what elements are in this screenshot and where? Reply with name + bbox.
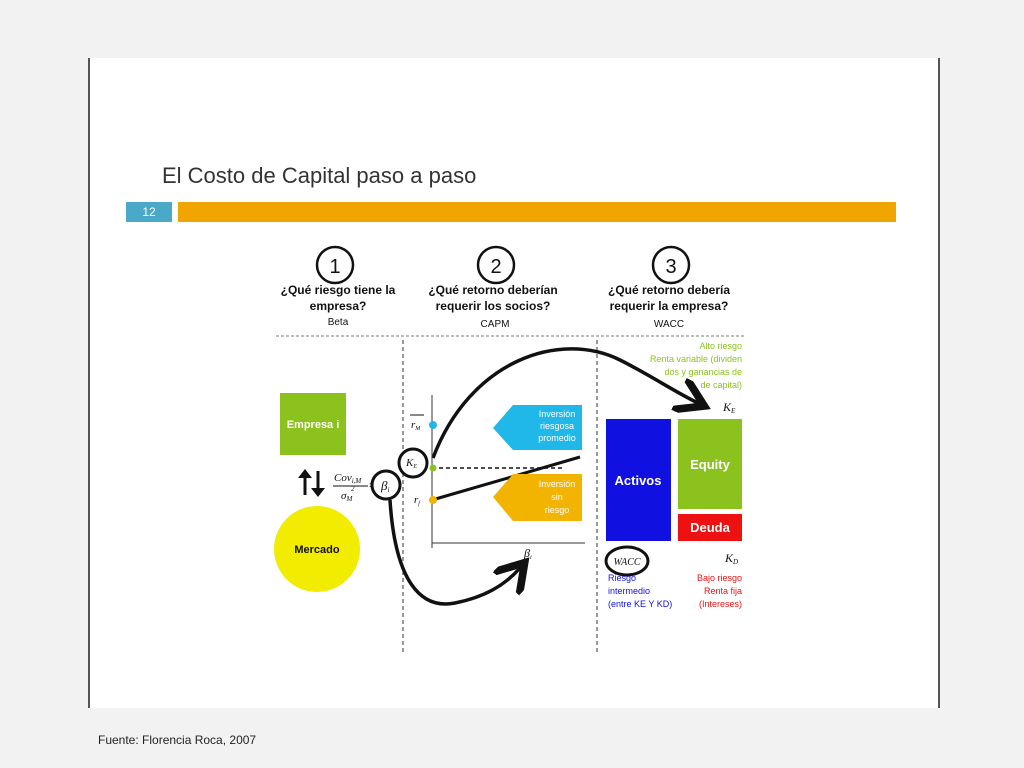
source-footer: Fuente: Florencia Roca, 2007: [98, 733, 257, 747]
low-risk-line3: (Intereses): [699, 599, 742, 609]
riskfree-investment-line1: Inversión: [539, 479, 576, 489]
risky-investment-arrow: [493, 405, 582, 450]
riskfree-investment-line3: riesgo: [545, 505, 570, 515]
step-3-question-line2: requerir la empresa?: [610, 299, 729, 313]
rm-label: rM: [411, 419, 421, 432]
cov-numerator: Covi,M: [334, 472, 362, 485]
beta-axis-label: βi: [523, 546, 532, 561]
mercado-label: Mercado: [294, 544, 340, 556]
slide-title: El Costo de Capital paso a paso: [162, 163, 477, 188]
step-1-question-line1: ¿Qué riesgo tiene la: [281, 283, 396, 297]
step-3-number: 3: [665, 256, 676, 278]
activos-box: [606, 419, 671, 541]
risky-investment-line1: Inversión: [539, 409, 576, 419]
wacc-label: WACC: [613, 557, 640, 568]
step-2-circle: [476, 245, 516, 285]
step-3-label: WACC: [654, 319, 684, 330]
title-accent-bar: [178, 202, 896, 222]
riskfree-investment-arrow: [493, 474, 582, 521]
rf-label: rf: [414, 494, 421, 507]
rm-point: [429, 421, 437, 429]
high-risk-line2: Renta variable (dividen: [650, 354, 742, 364]
wacc-ke-label: KE: [722, 400, 736, 415]
step-1-label: Beta: [328, 317, 349, 328]
beta-circle: [370, 469, 402, 501]
intermediate-risk-line3: (entre KE Y KD): [608, 599, 672, 609]
low-risk-line2: Renta fija: [704, 586, 742, 596]
step-2-question-line1: ¿Qué retorno deberían: [428, 283, 557, 297]
page-number: 12: [126, 202, 172, 222]
equity-box: [678, 419, 742, 509]
high-risk-line1: Alto riesgo: [699, 341, 742, 351]
step-1-circle: [315, 245, 355, 285]
step-2-header: 2 ¿Qué retorno deberían requerir los soc…: [428, 245, 558, 330]
wacc-oval: [604, 545, 650, 577]
equity-label: Equity: [690, 457, 730, 472]
ke-point: [429, 464, 437, 472]
rf-point: [429, 496, 437, 504]
slide-frame: [88, 58, 940, 708]
step-2-number: 2: [490, 256, 501, 278]
sml-line: [431, 455, 581, 502]
deuda-label: Deuda: [690, 520, 731, 535]
intermediate-risk-line1: Riesgo: [608, 573, 636, 583]
step-1-header: 1 ¿Qué riesgo tiene la empresa? Beta: [281, 245, 396, 328]
step-3-circle: [651, 245, 691, 285]
mercado-circle: [274, 506, 360, 592]
low-risk-line1: Bajo riesgo: [697, 573, 742, 583]
riskfree-investment-line2: sin: [551, 492, 563, 502]
ke-circle: [397, 447, 429, 479]
wacc-kd-label: KD: [724, 551, 738, 566]
deuda-box: [678, 514, 742, 541]
high-risk-line4: de capital): [700, 380, 742, 390]
high-risk-line3: dos y ganancias de: [664, 367, 742, 377]
step-3-question-line1: ¿Qué retorno debería: [608, 283, 730, 297]
ke-label: KE: [405, 457, 417, 470]
arrow-to-beta-axis: [388, 499, 520, 606]
step-3-header: 3 ¿Qué retorno debería requerir la empre…: [608, 245, 730, 330]
empresa-label: Empresa i: [287, 419, 340, 431]
beta-symbol: βi: [380, 478, 389, 494]
step-1-question-line2: empresa?: [310, 299, 367, 313]
arrow-to-ke: [431, 347, 698, 459]
activos-label: Activos: [615, 473, 662, 488]
risky-investment-line3: promedio: [538, 433, 576, 443]
sigma-denominator: σM: [341, 490, 353, 503]
up-down-arrows-icon: [298, 469, 325, 497]
sigma-exponent: 2: [351, 485, 355, 493]
intermediate-risk-line2: intermedio: [608, 586, 650, 596]
step-1-number: 1: [329, 256, 340, 278]
step-2-label: CAPM: [481, 319, 510, 330]
step-2-question-line2: requerir los socios?: [436, 299, 551, 313]
risky-investment-line2: riesgosa: [540, 421, 574, 431]
empresa-box: [280, 393, 346, 455]
